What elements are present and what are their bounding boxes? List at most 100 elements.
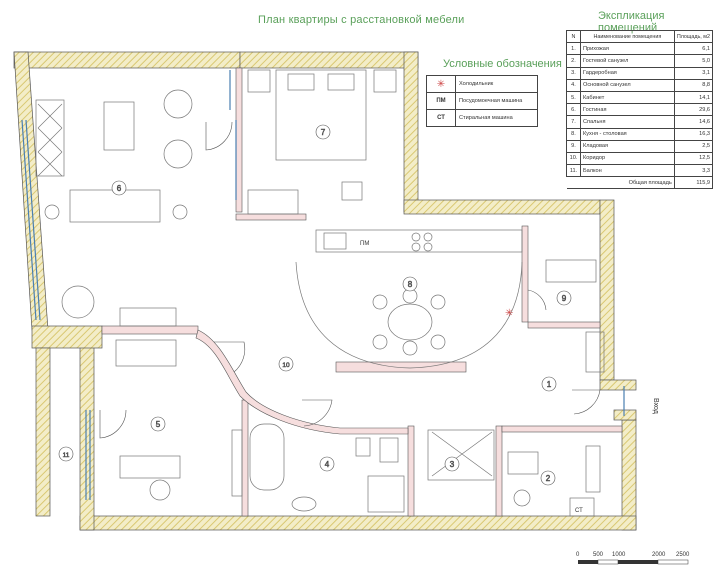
bookshelf	[231, 429, 243, 497]
room-number: 5	[156, 420, 161, 429]
row-area: 3,1	[673, 66, 714, 80]
room-marker-10: 10	[278, 356, 294, 372]
legend-label: Стиральная машина	[455, 109, 538, 127]
washing-machine-mark: СТ	[575, 508, 583, 514]
bidet-sink	[379, 437, 399, 463]
armchair	[163, 89, 193, 119]
wall-top-left	[13, 51, 241, 69]
bathtub	[249, 423, 285, 491]
room-number: 1	[547, 380, 552, 389]
room-number: 3	[450, 460, 455, 469]
room-marker-5: 5	[150, 416, 166, 432]
chair	[341, 181, 363, 201]
room-number: 9	[562, 294, 567, 303]
room-marker-6: 6	[111, 180, 127, 196]
hob-ring	[423, 242, 433, 252]
sofa	[69, 189, 161, 223]
kitchen-counter	[315, 229, 523, 253]
wall-balcony	[35, 347, 51, 517]
dining-chair	[372, 334, 388, 350]
legend-table: ✳ Холодильник ПМ Посудомоечная машина СТ…	[426, 75, 538, 127]
entrance-label: Вход	[652, 398, 659, 414]
pillow	[287, 73, 315, 91]
hob-ring	[411, 242, 421, 252]
doors	[99, 121, 601, 439]
wall-bedroom-left	[235, 67, 243, 213]
study-sofa	[115, 339, 177, 367]
sink	[323, 232, 347, 250]
legend-item: ПМ Посудомоечная машина	[426, 92, 538, 110]
wall-step	[403, 199, 601, 215]
room-marker-2: 2	[540, 470, 556, 486]
plan-title: План квартиры с расстановкой мебели	[258, 14, 465, 26]
wall-top-bedroom	[239, 51, 419, 69]
scale-segment	[578, 560, 598, 564]
desk-chair	[149, 479, 171, 501]
lamp	[44, 204, 60, 220]
coffee-table	[103, 101, 135, 151]
dining-chair	[402, 340, 418, 356]
shower	[367, 475, 405, 513]
scale-segment	[597, 559, 619, 565]
room-number: 4	[325, 460, 330, 469]
scale-label: 0	[576, 552, 580, 558]
wall-bottom	[79, 515, 637, 531]
scale-segment	[657, 559, 689, 565]
dresser	[247, 189, 299, 215]
hob-ring	[423, 232, 433, 242]
room-number: 8	[408, 280, 413, 289]
radiator	[585, 445, 601, 493]
room-markers: 1 2 3 4 5 6 7 8 9 10 11	[58, 124, 572, 486]
explication-table: N Наименование помещения Площадь, м2 1.П…	[566, 29, 714, 190]
pantry-shelves	[545, 259, 597, 283]
guest-toilet	[513, 489, 531, 507]
room-number: 7	[321, 128, 326, 137]
wall-bath-top	[241, 399, 249, 517]
door-entry	[572, 389, 601, 415]
rug	[35, 99, 65, 177]
toilet	[355, 437, 371, 457]
room-marker-8: 8	[402, 276, 418, 292]
door-bath	[302, 399, 333, 427]
room-marker-1: 1	[541, 376, 557, 392]
interior-walls	[101, 67, 623, 517]
dishwasher-mark: ПМ	[360, 241, 369, 247]
furniture	[35, 69, 605, 517]
wall-bedroom-bottom	[235, 213, 307, 221]
header-number: N	[566, 29, 581, 44]
scale-label: 2500	[676, 552, 690, 558]
room-number: 6	[117, 184, 122, 193]
wall-corridor-curve	[195, 329, 409, 435]
window-left-slant	[21, 119, 37, 321]
wall-pantry-left	[521, 225, 529, 323]
wall-right-lower	[621, 419, 637, 531]
entry-rug	[585, 331, 605, 373]
pillow	[327, 73, 355, 91]
wall-study-left	[79, 329, 95, 531]
desk	[119, 455, 181, 479]
scale-label: 1000	[612, 552, 626, 558]
room-number: 10	[282, 362, 290, 369]
wardrobe-hangers	[431, 431, 493, 477]
dining-table	[387, 303, 433, 341]
round-chair	[61, 285, 95, 319]
row-area: 5,0	[673, 54, 714, 68]
row-number: 6.	[566, 103, 581, 117]
room-number: 11	[63, 452, 70, 459]
room-marker-11: 11	[58, 446, 74, 462]
wall-wardrobe-right	[495, 425, 503, 517]
room-marker-4: 4	[319, 456, 335, 472]
legend-title: Условные обозначения	[443, 58, 562, 70]
room-marker-7: 7	[315, 124, 331, 140]
wall-bath-right	[407, 425, 415, 517]
wall-living-study	[31, 325, 103, 349]
bed	[275, 69, 367, 161]
scale-bar: 0 500 1000 2000 2500	[576, 552, 690, 565]
washing-machine	[569, 497, 595, 517]
explication-header-row: N Наименование помещения Площадь, м2	[566, 29, 714, 44]
